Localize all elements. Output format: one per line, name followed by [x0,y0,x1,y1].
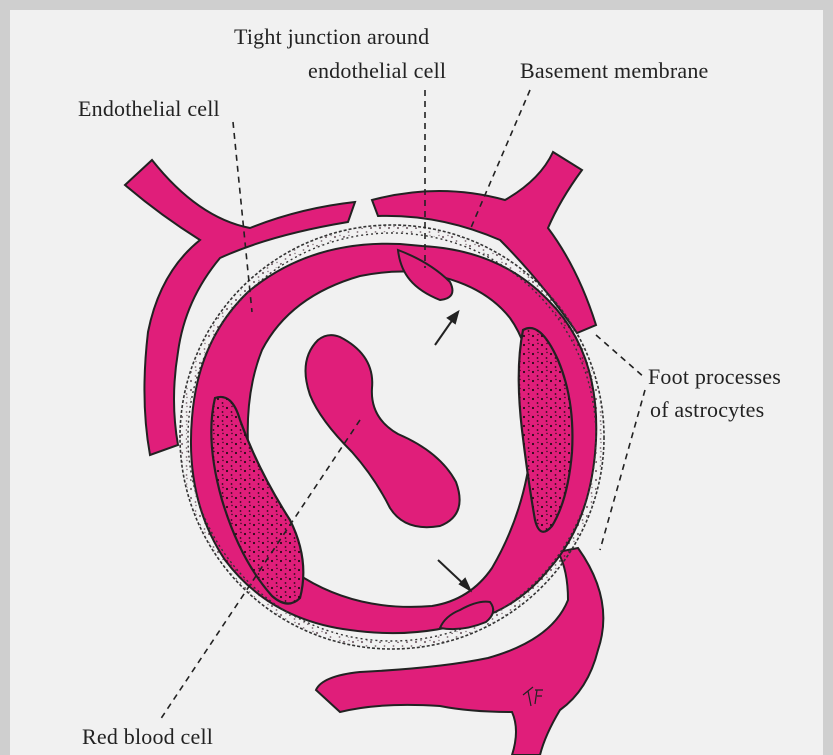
label-red-blood-cell: Red blood cell [82,724,213,749]
leader-foot-upper [596,335,645,378]
leader-foot-lower [600,390,645,550]
label-basement-membrane: Basement membrane [520,58,709,83]
red-blood-cell [306,335,460,527]
label-tight-junction-line2: endothelial cell [308,58,446,83]
label-endothelial-cell: Endothelial cell [78,96,220,121]
label-tight-junction-line1: Tight junction around [234,24,429,49]
label-foot-processes-line2: of astrocytes [650,397,764,422]
astrocyte-foot-upper-right [372,152,596,333]
label-foot-processes-line1: Foot processes [648,364,781,389]
